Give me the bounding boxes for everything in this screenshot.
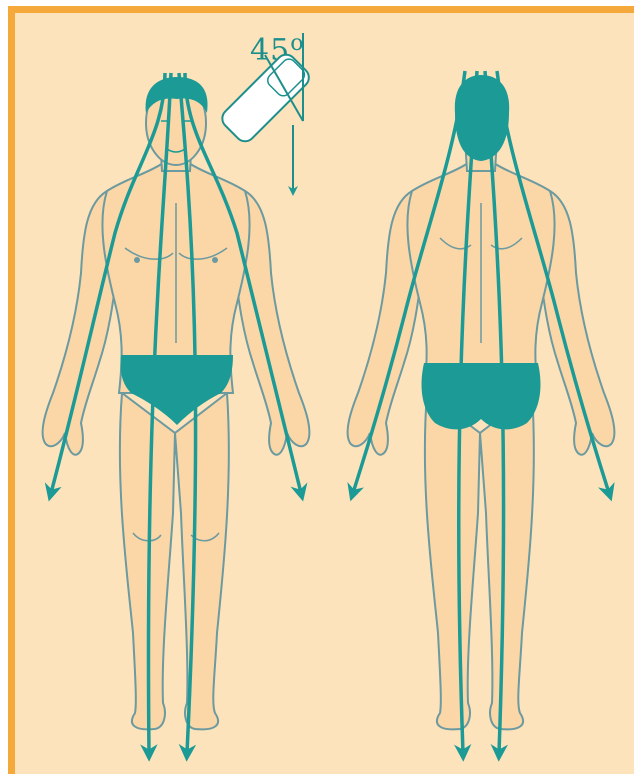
body-diagram [15, 13, 634, 781]
front-nipple-left [134, 257, 140, 263]
back-briefs [422, 363, 541, 429]
front-right-leg [175, 393, 229, 729]
back-right-leg [480, 393, 534, 729]
back-left-leg [425, 393, 480, 729]
showerhead-icon [218, 51, 313, 146]
front-nipple-right [212, 257, 218, 263]
illustration-panel: 45o [8, 6, 634, 774]
